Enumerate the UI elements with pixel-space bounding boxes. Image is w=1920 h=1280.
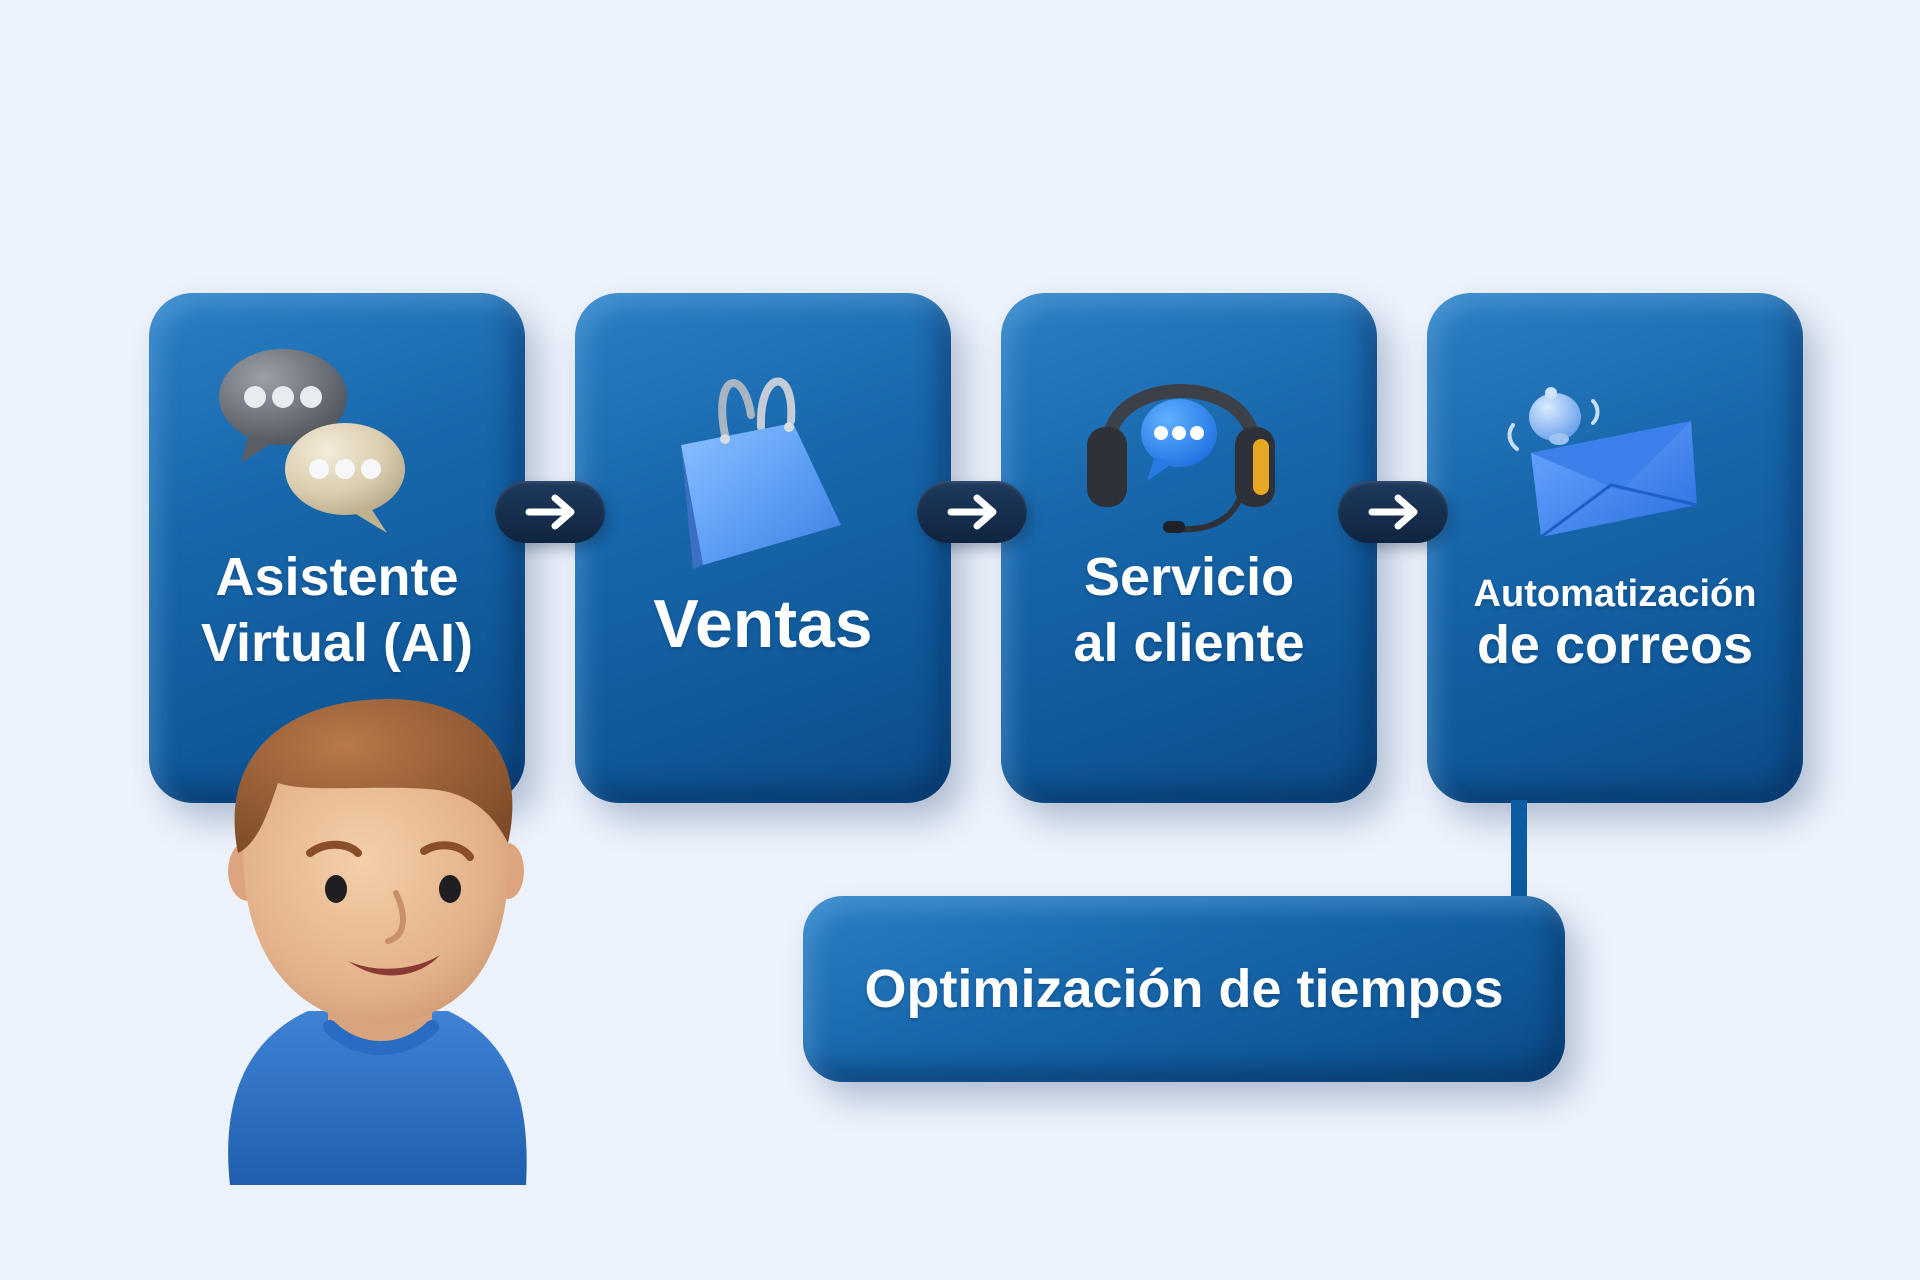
step-card-servicio-cliente: Servicio al cliente	[1001, 293, 1377, 803]
email-bell-icon	[1507, 387, 1698, 539]
headset-icon	[1087, 384, 1275, 533]
flow-arrow-3	[1338, 481, 1448, 543]
chat-bubbles-icon	[219, 349, 405, 533]
step-label-automatizacion-small: Automatización	[1473, 573, 1757, 615]
arrow-right-icon	[525, 494, 575, 530]
arrow-right-icon	[1368, 494, 1418, 530]
step-label-servicio-cliente: Servicio al cliente	[1073, 547, 1305, 673]
step-card-automatizacion-correos: Automatización de correos	[1427, 293, 1803, 803]
flow-arrow-2	[917, 481, 1027, 543]
result-label: Optimización de tiempos	[864, 959, 1504, 1019]
shopping-bag-icon	[681, 377, 841, 569]
flow-arrow-1	[495, 481, 605, 543]
result-box: Optimización de tiempos	[803, 896, 1565, 1082]
result-connector	[1511, 800, 1527, 900]
arrow-right-icon	[947, 494, 997, 530]
step-label-automatizacion: de correos	[1476, 615, 1754, 675]
step-label-asistente-virtual: Asistente Virtual (AI)	[200, 547, 474, 673]
person-avatar	[228, 699, 527, 1185]
step-label-ventas: Ventas	[653, 586, 873, 662]
step-card-ventas: Ventas	[575, 293, 951, 803]
